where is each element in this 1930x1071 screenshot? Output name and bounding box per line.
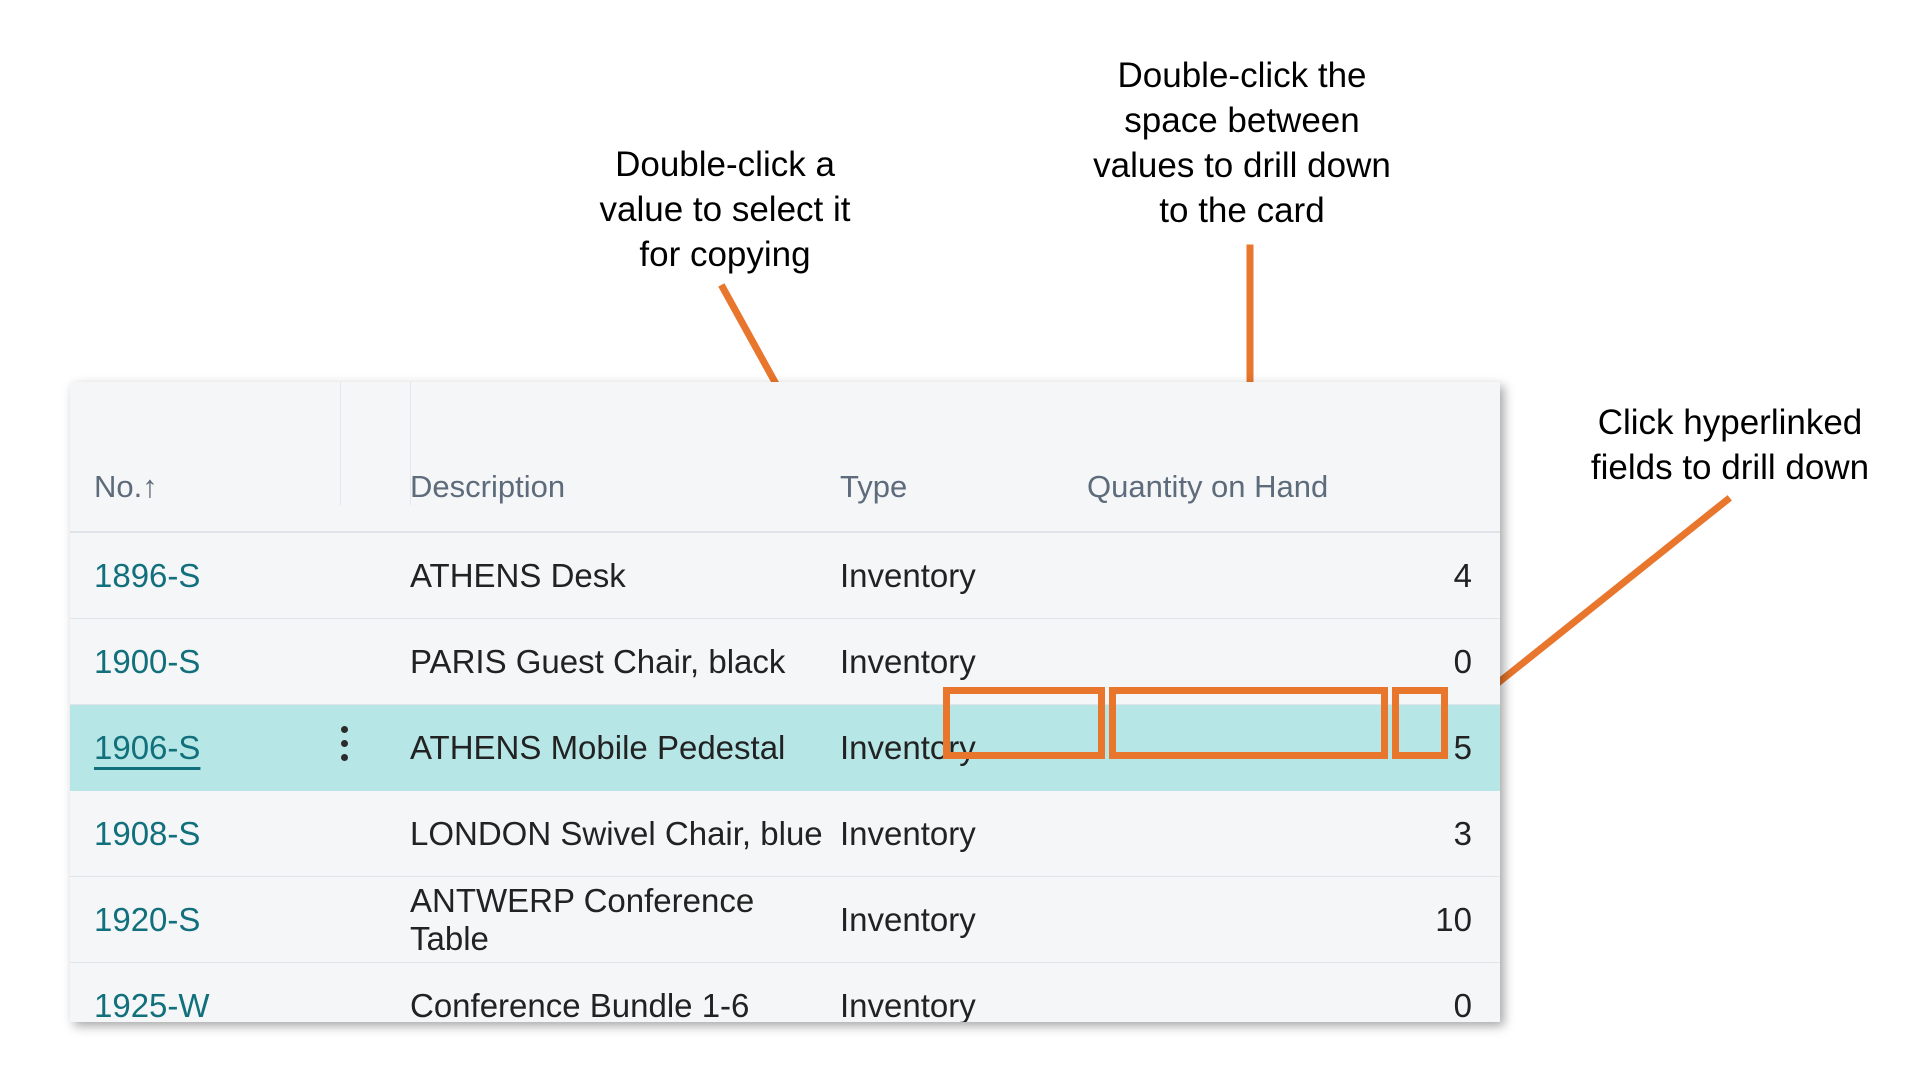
table-row[interactable]: 1920-S ANTWERP Conference Table Inventory 1… [70, 876, 1500, 963]
cell-description[interactable]: ANTWERP Conference Table [410, 876, 840, 963]
cell-quantity-on-hand[interactable]: 0 [1087, 962, 1500, 1023]
cell-description[interactable]: ATHENS Mobile Pedestal [410, 704, 840, 791]
items-grid-card: No.↑ Description Type Quantity on Hand 1… [70, 382, 1500, 1022]
cell-no[interactable]: 1900-S [70, 618, 340, 705]
cell-row-menu [340, 962, 410, 1022]
annotation-click-hyperlink: Click hyperlinked fields to drill down [1590, 403, 1870, 487]
cell-row-menu[interactable] [340, 704, 410, 791]
items-table: No.↑ Description Type Quantity on Hand 1… [70, 382, 1500, 1022]
cell-row-menu [340, 876, 410, 963]
cell-description[interactable]: PARIS Guest Chair, black [410, 618, 840, 705]
description-value: ATHENS Desk [410, 556, 626, 594]
table-row[interactable]: 1906-S ATHENS Mobile Pedestal Inventory 5 [70, 704, 1500, 791]
cell-quantity-on-hand[interactable]: 10 [1087, 876, 1500, 963]
no-value[interactable]: 1908-S [94, 814, 201, 852]
no-value[interactable]: 1900-S [94, 642, 201, 680]
column-header-type[interactable]: Type [840, 382, 1087, 533]
description-value: ATHENS Mobile Pedestal [410, 728, 786, 766]
sort-ascending-icon: ↑ [142, 469, 158, 504]
cell-type[interactable]: Inventory [840, 790, 1087, 877]
header-divider-2 [410, 382, 411, 505]
quantity-value[interactable]: 5 [1453, 728, 1472, 766]
quantity-value[interactable]: 4 [1453, 556, 1472, 594]
type-value: Inventory [840, 814, 976, 852]
column-header-no[interactable]: No.↑ [70, 382, 410, 533]
description-value: LONDON Swivel Chair, blue [410, 814, 823, 852]
quantity-value[interactable]: 3 [1453, 814, 1472, 852]
description-value: Conference Bundle 1-6 [410, 986, 750, 1023]
cell-description[interactable]: LONDON Swivel Chair, blue [410, 790, 840, 877]
table-row[interactable]: 1900-S PARIS Guest Chair, black Inventory 0 [70, 618, 1500, 705]
cell-description[interactable]: Conference Bundle 1-6 [410, 962, 840, 1023]
column-header-description-label: Description [410, 469, 566, 504]
cell-no[interactable]: 1896-S [70, 532, 340, 619]
description-value: ANTWERP Conference Table [410, 881, 755, 957]
type-value: Inventory [840, 986, 976, 1023]
type-value: Inventory [840, 728, 976, 766]
cell-description[interactable]: ATHENS Desk [410, 532, 840, 619]
cell-type[interactable]: Inventory [840, 532, 1087, 619]
table-row[interactable]: 1908-S LONDON Swivel Chair, blue Inventory… [70, 790, 1500, 877]
cell-row-menu [340, 618, 410, 705]
table-row[interactable]: 1896-S ATHENS Desk Inventory 4 [70, 532, 1500, 619]
description-value: PARIS Guest Chair, black [410, 642, 786, 680]
cell-row-menu [340, 790, 410, 877]
annotation-double-click-drill: Double-click the space between values to… [1093, 56, 1391, 230]
cell-quantity-on-hand[interactable]: 0 [1087, 618, 1500, 705]
type-value: Inventory [840, 900, 976, 938]
table-header: No.↑ Description Type Quantity on Hand [70, 382, 1500, 533]
cell-quantity-on-hand[interactable]: 4 [1087, 532, 1500, 619]
column-header-type-label: Type [840, 469, 908, 504]
no-value[interactable]: 1925-W [94, 986, 210, 1023]
table-row[interactable]: 1925-W Conference Bundle 1-6 Inventory 0 [70, 962, 1500, 1023]
no-value[interactable]: 1920-S [94, 900, 201, 938]
column-header-description[interactable]: Description [410, 382, 840, 533]
column-header-quantity-on-hand[interactable]: Quantity on Hand [1087, 382, 1500, 533]
cell-no[interactable]: 1908-S [70, 790, 340, 877]
cell-type[interactable]: Inventory [840, 618, 1087, 705]
type-value: Inventory [840, 642, 976, 680]
type-value: Inventory [840, 556, 976, 594]
cell-type[interactable]: Inventory [840, 962, 1087, 1023]
cell-quantity-on-hand[interactable]: 3 [1087, 790, 1500, 877]
cell-no[interactable]: 1906-S [70, 704, 340, 791]
quantity-value[interactable]: 0 [1453, 986, 1472, 1023]
no-hyperlink[interactable]: 1906-S [94, 728, 201, 766]
column-header-no-label: No. [94, 469, 143, 504]
column-header-quantity-label: Quantity on Hand [1087, 469, 1329, 504]
annotation-double-click-copy: Double-click a value to select it for co… [599, 145, 851, 274]
quantity-value[interactable]: 0 [1453, 642, 1472, 680]
cell-row-menu [340, 532, 410, 619]
header-divider-1 [340, 382, 341, 505]
cell-type[interactable]: Inventory [840, 704, 1087, 791]
no-value[interactable]: 1896-S [94, 556, 201, 594]
header-row: No.↑ Description Type Quantity on Hand [70, 382, 1500, 533]
cell-no[interactable]: 1920-S [70, 876, 340, 963]
quantity-value[interactable]: 10 [1435, 900, 1472, 938]
cell-no[interactable]: 1925-W [70, 962, 340, 1023]
cell-quantity-on-hand[interactable]: 5 [1087, 704, 1500, 791]
cell-type[interactable]: Inventory [840, 876, 1087, 963]
vertical-ellipsis-icon[interactable] [340, 719, 348, 768]
